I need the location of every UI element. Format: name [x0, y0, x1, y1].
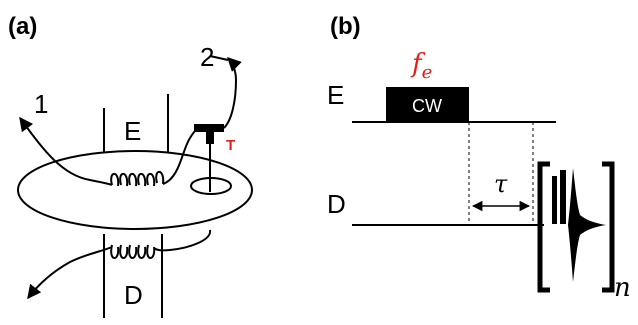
wire-path-1: [19, 116, 113, 186]
panel-a: (a) E 1 T: [8, 13, 253, 318]
panel-a-tag: (a): [8, 13, 37, 40]
coil-d-frame: [103, 234, 163, 318]
sample-disk: [17, 150, 253, 230]
path-2-label: 2: [200, 42, 214, 72]
panel-b-tag: (b): [330, 13, 361, 40]
wire-path-2-tail: [209, 55, 229, 61]
frequency-label: fe: [410, 49, 432, 83]
cw-pulse: [386, 87, 469, 122]
cw-pulse-label: CW: [412, 96, 442, 116]
probe-t-label: T: [226, 137, 235, 154]
delay-label: τ: [494, 170, 508, 198]
wire-exit: [27, 246, 113, 300]
repeat-label: n: [614, 273, 631, 303]
wire-probe-to-coil-d: [153, 229, 212, 252]
pulse-bar-2: [560, 170, 566, 224]
coil-e-label: E: [124, 116, 141, 146]
coil-e-windings: [110, 170, 165, 187]
probe-t: [194, 124, 224, 192]
pulse-bar-1: [552, 176, 557, 224]
wire-path-2: [223, 57, 242, 129]
d-level-label: D: [327, 189, 346, 219]
timing-guides: [468, 122, 534, 224]
panel-b: (b) fe E CW τ D n: [327, 13, 631, 303]
bracket-right: [602, 161, 615, 293]
pulse-sequence: [552, 170, 566, 224]
frequency-subscript: e: [422, 62, 433, 83]
path-1-label: 1: [34, 89, 48, 119]
e-level-label: E: [327, 80, 344, 110]
bracket-left: [537, 161, 550, 293]
coil-d-windings: [110, 244, 156, 259]
coil-d-label: D: [124, 280, 143, 310]
fid-signal: [568, 168, 606, 282]
